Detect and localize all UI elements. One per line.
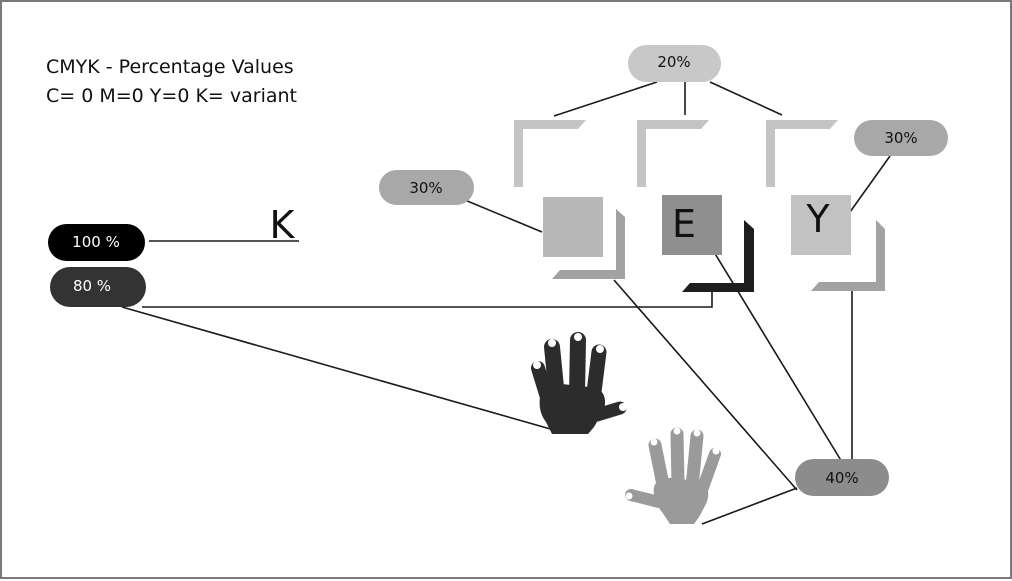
diagram-subtitle: C= 0 M=0 Y=0 K= variant	[46, 85, 297, 107]
bracket-top-mid	[637, 120, 709, 187]
connector-lines	[121, 81, 891, 525]
bracket-bottom-left	[552, 209, 625, 279]
pill-k100-label: 100 %	[72, 233, 120, 251]
bracket-bottom-e	[682, 220, 754, 292]
pill-bottom-40: 40%	[795, 459, 889, 496]
pill-right-label: 30%	[884, 129, 917, 147]
connector-30-right	[849, 155, 891, 213]
letter-y: Y	[805, 197, 830, 241]
pill-left-label: 30%	[409, 179, 442, 197]
bottom-brackets	[552, 209, 885, 292]
connector-top-left	[553, 81, 658, 117]
connector-k80-hand	[121, 306, 555, 431]
pill-k80: 80 %	[50, 267, 146, 307]
bracket-top-left	[514, 120, 586, 187]
connector-square-bottom	[613, 279, 798, 491]
light-hand-icon	[625, 427, 721, 524]
pill-k100: 100 %	[48, 224, 145, 261]
top-brackets	[514, 120, 838, 187]
connector-30-left	[459, 197, 543, 233]
diagram-title: CMYK - Percentage Values	[46, 56, 294, 78]
pill-top-label: 20%	[657, 53, 690, 71]
connector-k80-bracket	[142, 292, 713, 308]
pill-k80-label: 80 %	[73, 277, 111, 295]
letter-e: E	[672, 202, 696, 246]
pill-left-30: 30%	[379, 170, 474, 205]
bracket-top-right	[766, 120, 838, 187]
connector-bottom-hand	[701, 487, 798, 525]
square-light	[543, 197, 603, 257]
pill-bottom-label: 40%	[825, 469, 858, 487]
square-y	[791, 195, 851, 255]
connector-top-right	[709, 81, 783, 116]
square-e	[662, 195, 722, 255]
letter-k: K	[270, 203, 296, 247]
dark-hand-icon	[531, 332, 627, 434]
bracket-bottom-y	[811, 220, 885, 291]
pill-top-20: 20%	[628, 45, 721, 82]
pill-right-30: 30%	[854, 120, 948, 156]
